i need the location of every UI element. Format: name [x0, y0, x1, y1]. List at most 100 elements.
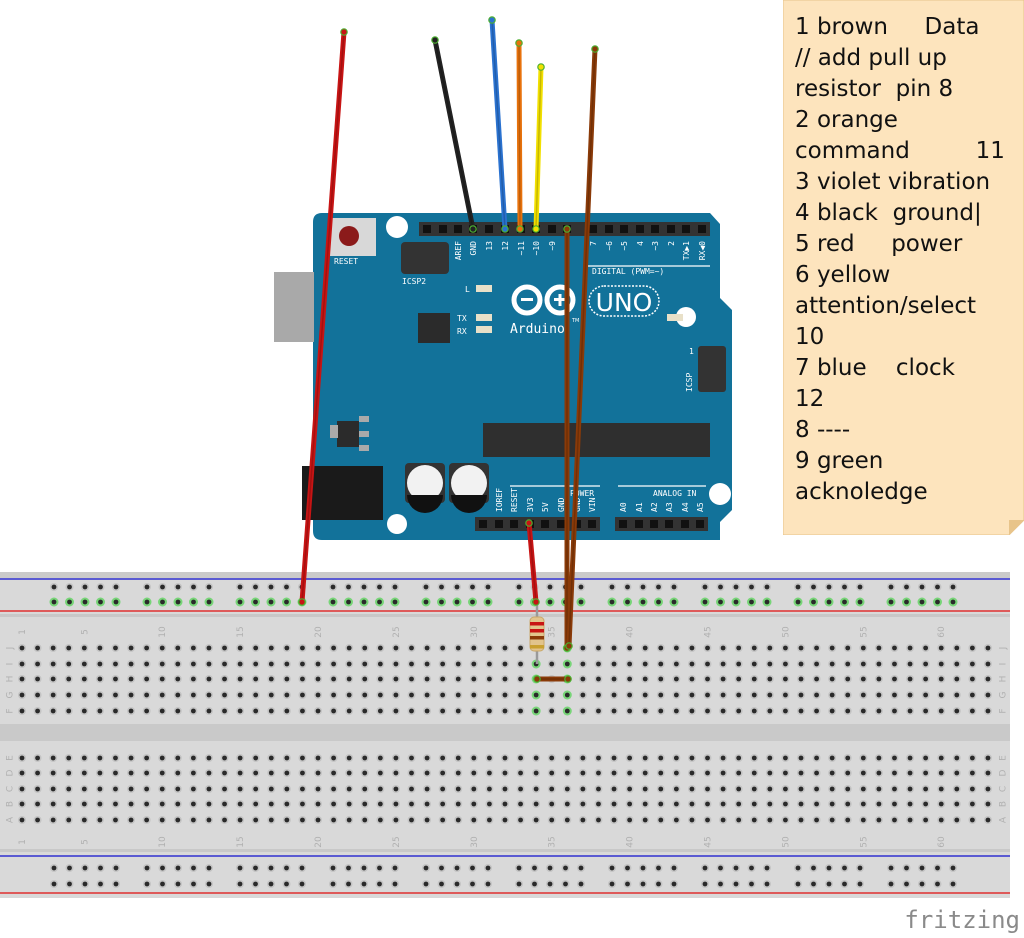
breadboard-hole[interactable]	[985, 708, 991, 714]
breadboard-hole[interactable]	[876, 770, 882, 776]
breadboard-hole[interactable]	[300, 645, 305, 651]
breadboard-hole[interactable]	[798, 708, 804, 714]
breadboard-hole[interactable]	[362, 708, 368, 714]
breadboard-hole[interactable]	[658, 676, 664, 682]
breadboard-hole[interactable]	[113, 801, 118, 807]
breadboard-hole[interactable]	[705, 692, 710, 698]
breadboard-hole[interactable]	[954, 661, 960, 667]
breadboard-hole[interactable]	[19, 817, 25, 823]
breadboard-hole[interactable]	[144, 692, 150, 698]
breadboard-hole[interactable]	[222, 708, 227, 714]
breadboard-hole[interactable]	[564, 770, 570, 776]
breadboard-hole[interactable]	[736, 755, 742, 761]
breadboard-hole[interactable]	[98, 865, 103, 871]
breadboard-hole[interactable]	[969, 755, 975, 761]
breadboard-hole[interactable]	[377, 708, 383, 714]
breadboard-hole[interactable]	[919, 865, 925, 871]
breadboard-hole[interactable]	[751, 801, 757, 807]
breadboard-hole[interactable]	[549, 755, 555, 761]
breadboard-hole[interactable]	[892, 786, 897, 792]
breadboard-hole[interactable]	[611, 661, 617, 667]
breadboard-hole[interactable]	[82, 881, 88, 887]
breadboard-hole[interactable]	[113, 755, 118, 761]
breadboard-hole[interactable]	[237, 801, 243, 807]
breadboard-hole[interactable]	[783, 692, 788, 698]
breadboard-hole[interactable]	[611, 676, 617, 682]
breadboard-hole[interactable]	[81, 770, 87, 776]
wire-endpoint[interactable]	[515, 39, 523, 47]
breadboard-hole[interactable]	[702, 881, 708, 887]
breadboard-hole[interactable]	[409, 817, 414, 823]
breadboard-hole[interactable]	[718, 584, 723, 590]
breadboard-hole[interactable]	[580, 676, 586, 682]
breadboard-hole[interactable]	[642, 755, 648, 761]
breadboard-hole[interactable]	[969, 692, 975, 698]
breadboard-hole[interactable]	[160, 584, 165, 590]
breadboard-hole[interactable]	[51, 865, 57, 871]
breadboard-hole[interactable]	[923, 708, 929, 714]
breadboard-hole[interactable]	[409, 755, 414, 761]
breadboard-hole[interactable]	[720, 676, 726, 682]
breadboard-hole[interactable]	[764, 865, 770, 871]
breadboard-hole[interactable]	[346, 584, 351, 590]
breadboard-hole[interactable]	[516, 865, 522, 871]
breadboard-hole[interactable]	[190, 770, 196, 776]
breadboard-hole[interactable]	[424, 755, 430, 761]
breadboard-hole[interactable]	[206, 645, 212, 651]
breadboard-hole[interactable]	[19, 661, 25, 667]
breadboard-hole[interactable]	[892, 661, 897, 667]
breadboard-hole[interactable]	[907, 708, 913, 714]
breadboard-hole[interactable]	[888, 584, 894, 590]
breadboard-hole[interactable]	[845, 661, 851, 667]
breadboard-hole[interactable]	[518, 692, 523, 698]
breadboard-hole[interactable]	[857, 865, 863, 871]
breadboard-hole[interactable]	[35, 645, 40, 651]
breadboard-hole[interactable]	[471, 661, 477, 667]
breadboard-hole[interactable]	[144, 786, 150, 792]
breadboard-hole[interactable]	[175, 676, 181, 682]
header-pin[interactable]	[650, 520, 658, 528]
breadboard-hole[interactable]	[751, 708, 757, 714]
breadboard-hole[interactable]	[547, 599, 553, 605]
breadboard-hole[interactable]	[330, 865, 336, 871]
breadboard-hole[interactable]	[331, 755, 336, 761]
breadboard-hole[interactable]	[518, 801, 523, 807]
breadboard-hole[interactable]	[455, 770, 461, 776]
breadboard-hole[interactable]	[268, 770, 274, 776]
breadboard-hole[interactable]	[97, 692, 103, 698]
breadboard-hole[interactable]	[268, 801, 274, 807]
breadboard-hole[interactable]	[190, 817, 196, 823]
breadboard-hole[interactable]	[876, 661, 882, 667]
breadboard-hole[interactable]	[377, 755, 383, 761]
breadboard-hole[interactable]	[113, 770, 118, 776]
breadboard-hole[interactable]	[284, 801, 290, 807]
breadboard-hole[interactable]	[424, 692, 430, 698]
breadboard-hole[interactable]	[627, 770, 633, 776]
breadboard-hole[interactable]	[97, 801, 103, 807]
breadboard-hole[interactable]	[253, 661, 259, 667]
breadboard-hole[interactable]	[533, 770, 539, 776]
breadboard-hole[interactable]	[783, 817, 788, 823]
breadboard-hole[interactable]	[175, 865, 181, 871]
breadboard-hole[interactable]	[611, 708, 617, 714]
breadboard-hole[interactable]	[485, 881, 491, 887]
breadboard-hole[interactable]	[518, 708, 523, 714]
breadboard-hole[interactable]	[159, 786, 165, 792]
breadboard-hole[interactable]	[736, 801, 742, 807]
breadboard-hole[interactable]	[829, 661, 835, 667]
breadboard-hole[interactable]	[300, 786, 305, 792]
breadboard-hole[interactable]	[268, 692, 274, 698]
breadboard-hole[interactable]	[642, 801, 648, 807]
breadboard-hole[interactable]	[81, 817, 87, 823]
breadboard-hole[interactable]	[377, 817, 383, 823]
breadboard-hole[interactable]	[549, 786, 555, 792]
breadboard-hole[interactable]	[315, 708, 321, 714]
breadboard-hole[interactable]	[829, 770, 835, 776]
breadboard-hole[interactable]	[845, 801, 851, 807]
breadboard-hole[interactable]	[547, 865, 553, 871]
breadboard-hole[interactable]	[969, 676, 975, 682]
breadboard-hole[interactable]	[985, 676, 991, 682]
breadboard-hole[interactable]	[798, 786, 804, 792]
breadboard-hole[interactable]	[159, 801, 165, 807]
breadboard-hole[interactable]	[892, 708, 897, 714]
